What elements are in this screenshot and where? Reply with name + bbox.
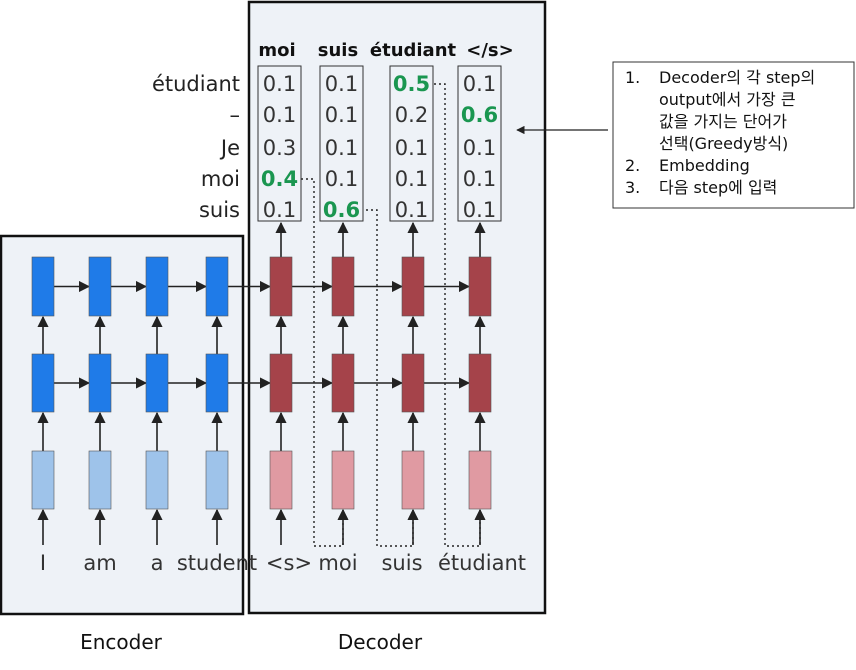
probability-box [257,65,302,222]
encoder-hidden-cell-top [88,256,112,317]
encoder-input-token: student [177,551,257,575]
encoder-embedding-cell [88,450,112,510]
decoder-embedding-cell [269,450,293,510]
decoder-input-token: suis [381,551,422,575]
probability-value: 0.4 [261,167,298,191]
decoder-embedding-cell [468,450,492,510]
decoder-output-header: </s> [466,40,513,61]
encoder-embedding-cell [205,450,229,510]
probability-value: 0.1 [463,136,496,160]
probability-value: 0.3 [263,136,296,160]
encoder-hidden-cell-top [145,256,169,317]
greedy-feedback-etudiant [434,83,485,547]
note-line: 값을 가지는 단어가 [659,112,787,131]
probability-value: 0.1 [263,198,296,222]
decoder-hidden-cell-top [269,256,293,317]
probability-value: 0.1 [395,198,428,222]
vocab-label: Je [219,136,240,160]
probability-value: 0.1 [263,72,296,96]
note-number: 2. [625,156,640,175]
greedy-feedback-suis [366,209,418,547]
greedy-feedback-moi [301,178,348,547]
encoder-embedding-cell [31,450,55,510]
decoder-hidden-cell-bottom [468,353,492,413]
probability-value: 0.1 [395,167,428,191]
probability-box [389,65,434,222]
decoder-caption: Decoder [338,630,423,654]
probability-value: 0.1 [325,103,358,127]
note-number: 3. [625,178,640,197]
decoder-output-header: moi [258,40,295,61]
probability-value: 0.1 [263,103,296,127]
encoder-hidden-cell-top [205,256,229,317]
explanation-box [612,61,855,209]
probability-value: 0.6 [461,103,498,127]
explanation-notes: 1. Decoder의 각 step의 output에서 가장 큰값을 가지는 단어… [625,68,815,197]
probability-value: 0.2 [395,103,428,127]
decoder-output-header: étudiant [370,40,457,61]
decoder-embedding-cell [401,450,425,510]
decoder-input-token: étudiant [438,551,526,575]
decoder-input-token: <s> [266,551,312,575]
decoder-embedding-cell [331,450,355,510]
probability-value: 0.1 [463,72,496,96]
vocab-label: – [230,103,241,127]
decoder-hidden-cell-top [401,256,425,317]
rnn-cells [31,256,492,510]
encoder-input-token: a [151,551,164,575]
probability-value: 0.1 [463,167,496,191]
encoder-hidden-cell-bottom [145,353,169,413]
probability-value: 0.1 [325,72,358,96]
probability-value: 0.1 [325,136,358,160]
decoder-hidden-cell-bottom [331,353,355,413]
note-line: Decoder의 각 step의 [659,68,815,87]
note-line: 다음 step에 입력 [659,178,777,197]
encoder-input-token: am [83,551,116,575]
probability-value: 0.5 [393,72,430,96]
vocab-label: moi [201,167,240,191]
encoder-hidden-cell-bottom [88,353,112,413]
note-line: Embedding [659,156,750,175]
decoder-output-header: suis [318,40,358,61]
encoder-hidden-cell-top [31,256,55,317]
note-line: output에서 가장 큰 [659,90,796,109]
encoder-hidden-cell-bottom [31,353,55,413]
probability-columns: 0.1 0.1 0.3 0.4 0.1 0.1 0.1 0.1 0.1 0.6 0.5 0.2 0.1 0… [257,65,502,222]
vocab-label: étudiant [152,72,240,96]
probability-value: 0.6 [323,198,360,222]
decoder-hidden-cell-bottom [269,353,293,413]
note-number: 1. [625,68,640,87]
probability-value: 0.1 [395,136,428,160]
connections [37,83,486,547]
note-line: 선택(Greedy방식) [659,134,788,153]
encoder-hidden-cell-bottom [205,353,229,413]
decoder-hidden-cell-bottom [401,353,425,413]
encoder-caption: Encoder [80,630,163,654]
encoder-embedding-cell [145,450,169,510]
decoder-hidden-cell-top [468,256,492,317]
probability-value: 0.1 [325,167,358,191]
decoder-input-token: moi [318,551,357,575]
probability-box [457,65,502,222]
probability-box [319,65,364,222]
encoder-input-token: I [40,551,46,575]
vocab-label: suis [199,198,240,222]
decoder-hidden-cell-top [331,256,355,317]
probability-value: 0.1 [463,198,496,222]
